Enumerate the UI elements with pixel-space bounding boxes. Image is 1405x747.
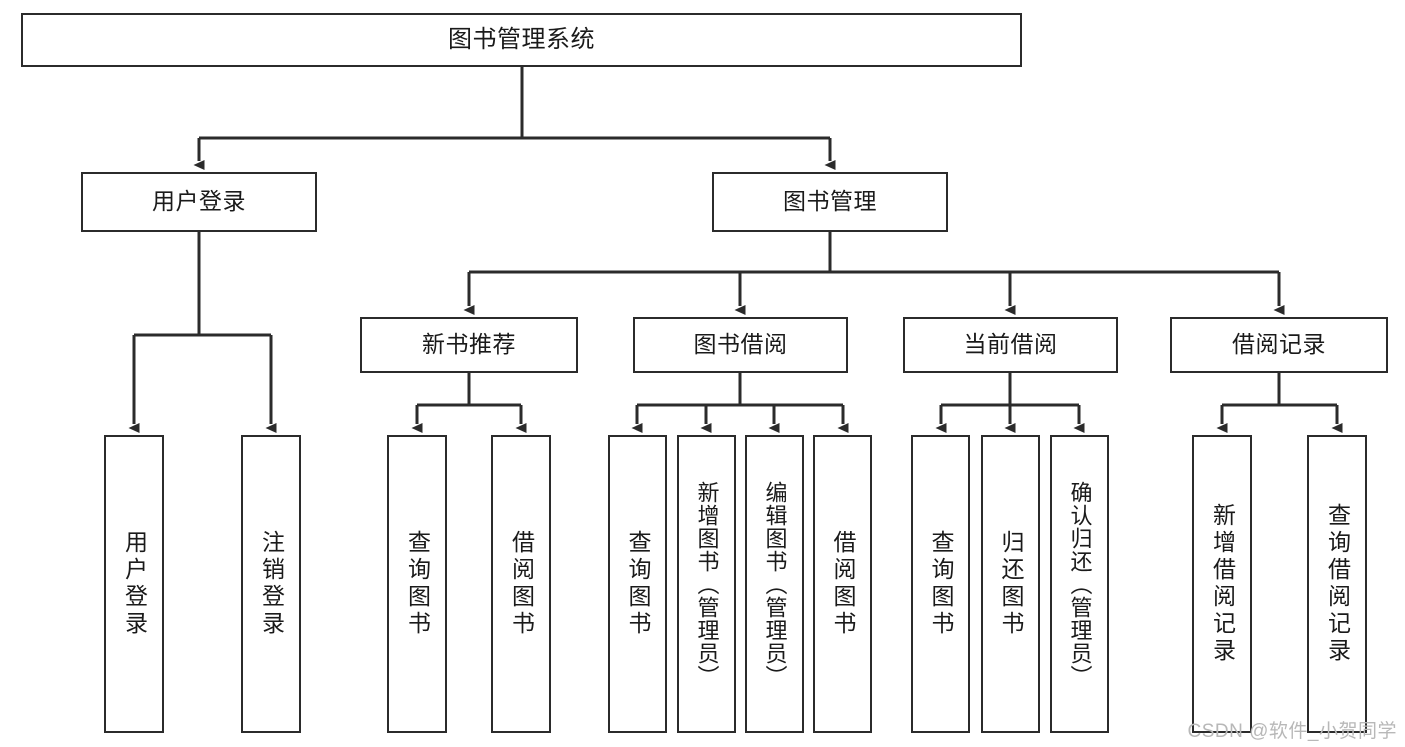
- leaf-return-book[interactable]: 归还图书: [981, 435, 1040, 733]
- node-label: 借阅图书: [508, 530, 535, 638]
- node-label: 查询图书: [625, 530, 651, 638]
- node-label: 查询图书: [928, 530, 954, 638]
- node-label: 查询图书: [404, 530, 431, 638]
- node-label: 归还图书: [998, 530, 1024, 638]
- node-label: 当前借阅: [963, 331, 1058, 358]
- node-label: 编辑图书（管理员）: [762, 480, 788, 688]
- leaf-borrow-book-1[interactable]: 借阅图书: [491, 435, 551, 733]
- leaf-query-record[interactable]: 查询借阅记录: [1307, 435, 1367, 733]
- node-book-borrow[interactable]: 图书借阅: [633, 317, 848, 373]
- node-label: 图书管理: [783, 188, 877, 215]
- node-new-book-recommend[interactable]: 新书推荐: [360, 317, 578, 373]
- node-label: 注销登录: [258, 530, 285, 638]
- leaf-user-login[interactable]: 用户登录: [104, 435, 164, 733]
- leaf-edit-book[interactable]: 编辑图书（管理员）: [745, 435, 804, 733]
- node-label: 借阅记录: [1232, 331, 1326, 358]
- leaf-query-book-3[interactable]: 查询图书: [911, 435, 970, 733]
- leaf-query-book-2[interactable]: 查询图书: [608, 435, 667, 733]
- node-label: 新增借阅记录: [1209, 503, 1236, 665]
- node-book-manage[interactable]: 图书管理: [712, 172, 948, 232]
- node-label: 图书管理系统: [448, 25, 595, 53]
- node-user-login[interactable]: 用户登录: [81, 172, 317, 232]
- node-borrow-record[interactable]: 借阅记录: [1170, 317, 1388, 373]
- leaf-borrow-book-2[interactable]: 借阅图书: [813, 435, 872, 733]
- node-label: 图书借阅: [693, 331, 788, 358]
- leaf-query-book-1[interactable]: 查询图书: [387, 435, 447, 733]
- node-current-borrow[interactable]: 当前借阅: [903, 317, 1118, 373]
- node-label: 新书推荐: [422, 331, 516, 358]
- node-label: 用户登录: [121, 530, 148, 638]
- node-book-management-system[interactable]: 图书管理系统: [21, 13, 1022, 67]
- watermark: CSDN @软件_小贺同学: [1187, 721, 1397, 742]
- leaf-confirm-return[interactable]: 确认归还（管理员）: [1050, 435, 1109, 733]
- node-label: 查询借阅记录: [1324, 503, 1351, 665]
- node-label: 新增图书（管理员）: [694, 480, 720, 688]
- node-label: 用户登录: [152, 188, 246, 215]
- leaf-add-record[interactable]: 新增借阅记录: [1192, 435, 1252, 733]
- node-label: 借阅图书: [830, 530, 856, 638]
- leaf-add-book[interactable]: 新增图书（管理员）: [677, 435, 736, 733]
- leaf-user-logout[interactable]: 注销登录: [241, 435, 301, 733]
- node-label: 确认归还（管理员）: [1067, 480, 1093, 688]
